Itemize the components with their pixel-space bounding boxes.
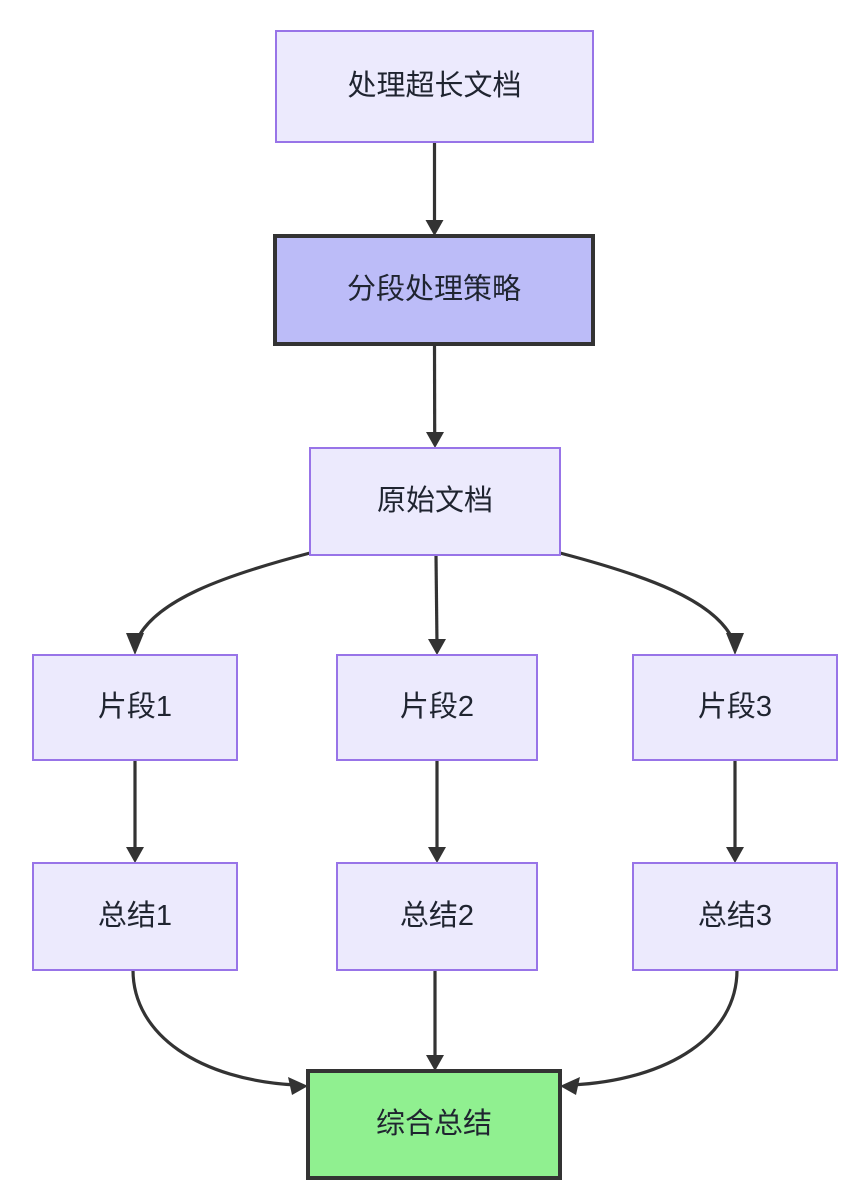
node-label: 分段处理策略 (347, 273, 521, 306)
edge-line (559, 551, 737, 646)
edge-line (434, 554, 439, 646)
arrow-head-icon (726, 847, 744, 863)
edge-line (131, 969, 297, 1087)
node-box[interactable] (273, 234, 595, 346)
node-label: 总结2 (400, 899, 474, 932)
edge-chunk2-to-summary2 (428, 760, 446, 863)
edges-layer (126, 142, 744, 1095)
edge-doc-to-strategy (425, 142, 444, 236)
node-doc[interactable]: 处理超长文档 (275, 30, 594, 143)
node-summary1[interactable]: 总结1 (32, 862, 238, 971)
edge-summary2-to-final (426, 970, 444, 1071)
node-label: 综合总结 (376, 1107, 492, 1140)
node-box[interactable] (32, 862, 238, 971)
arrow-head-icon (426, 1055, 444, 1071)
arrow-head-icon (126, 633, 144, 655)
edge-strategy-to-source (426, 343, 444, 448)
node-chunk3[interactable]: 片段3 (632, 654, 838, 761)
node-box[interactable] (632, 862, 838, 971)
node-box[interactable] (336, 862, 538, 971)
node-box[interactable] (632, 654, 838, 761)
node-label: 片段1 (98, 690, 172, 723)
edge-line (133, 551, 311, 646)
node-box[interactable] (309, 447, 561, 556)
node-box[interactable] (306, 1069, 562, 1180)
arrow-head-icon (428, 639, 446, 655)
arrow-head-icon (426, 432, 444, 448)
node-label: 处理超长文档 (347, 69, 521, 102)
arrow-head-icon (428, 847, 446, 863)
arrow-head-icon (560, 1077, 580, 1095)
node-final[interactable]: 综合总结 (306, 1069, 562, 1180)
node-chunk2[interactable]: 片段2 (336, 654, 538, 761)
edge-chunk3-to-summary3 (726, 760, 744, 863)
arrow-head-icon (288, 1077, 308, 1095)
edge-line (571, 969, 739, 1087)
node-summary2[interactable]: 总结2 (336, 862, 538, 971)
node-strategy[interactable]: 分段处理策略 (273, 234, 595, 346)
arrow-head-icon (726, 633, 744, 655)
node-label: 片段2 (400, 690, 474, 723)
arrow-head-icon (126, 847, 144, 863)
node-box[interactable] (336, 654, 538, 761)
node-label: 总结1 (98, 899, 172, 932)
edge-source-to-chunk2 (428, 554, 446, 655)
edge-source-to-chunk1 (126, 551, 311, 655)
node-label: 总结3 (698, 899, 772, 932)
node-label: 片段3 (698, 690, 772, 723)
edge-chunk1-to-summary1 (126, 760, 144, 863)
node-summary3[interactable]: 总结3 (632, 862, 838, 971)
arrow-head-icon (425, 220, 444, 236)
node-box[interactable] (275, 30, 594, 143)
edge-summary3-to-final (560, 969, 739, 1095)
edge-source-to-chunk3 (559, 551, 744, 655)
node-box[interactable] (32, 654, 238, 761)
edge-summary1-to-final (131, 969, 308, 1095)
node-label: 原始文档 (377, 484, 493, 517)
node-chunk1[interactable]: 片段1 (32, 654, 238, 761)
node-source[interactable]: 原始文档 (309, 447, 561, 556)
